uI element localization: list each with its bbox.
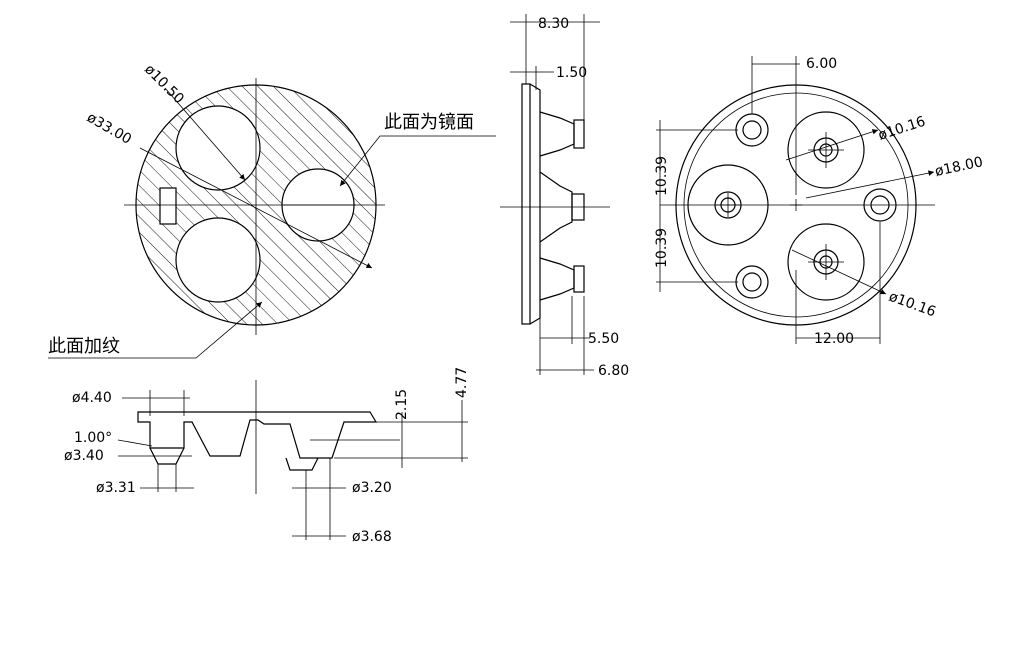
label-h477: 4.77	[454, 367, 470, 398]
side-lens-upper-tip	[573, 119, 585, 149]
label-d1050: ø10.50	[141, 62, 187, 108]
label-600: 6.00	[806, 56, 837, 72]
leader-angle	[117, 439, 153, 447]
leader-texture	[48, 301, 263, 359]
note-texture: 此面加纹	[48, 336, 120, 357]
side-lens-middle-tip	[571, 193, 585, 221]
label-d440: ø4.40	[72, 390, 112, 406]
label-1039-lower: 10.39	[654, 228, 670, 268]
back-view: 6.00 ø10.16 ø18.00 ø10.16 10.39 10.39 12…	[654, 56, 984, 347]
label-1200: 12.00	[814, 331, 854, 347]
side-lens-lower-tip	[573, 265, 585, 293]
label-d1016-bottom: ø10.16	[887, 289, 938, 321]
label-d1800: ø18.00	[934, 154, 985, 180]
label-680: 6.80	[598, 363, 629, 379]
label-h215: 2.15	[394, 389, 410, 420]
label-d368: ø3.68	[352, 529, 392, 545]
side-flange	[521, 83, 531, 325]
section-right-tip	[285, 457, 319, 471]
label-550: 5.50	[588, 331, 619, 347]
front-hole-lower	[175, 217, 261, 303]
back-pin-top-inner	[742, 120, 762, 140]
back-crosshairs	[716, 132, 844, 280]
label-d331: ø3.31	[96, 480, 136, 496]
leader-mirror	[339, 135, 496, 187]
leader-d1016-top	[785, 129, 879, 161]
front-hole-upper	[175, 105, 261, 191]
back-boss-lower	[787, 223, 865, 301]
label-150: 1.50	[556, 65, 587, 81]
back-boss-left-ring	[714, 191, 742, 219]
side-view: 8.30 1.50 5.50 6.80	[500, 14, 629, 379]
section-profile	[137, 411, 378, 459]
leader-d3300	[139, 147, 373, 269]
note-mirror: 此面为镜面	[384, 112, 474, 133]
label-d320: ø3.20	[352, 480, 392, 496]
leader-d1016-bottom	[791, 249, 887, 295]
label-1039-upper: 10.39	[654, 156, 670, 196]
side-body-back	[529, 83, 541, 325]
section-view: ø4.40 1.00° ø3.40 ø3.31 ø3.20 ø3.68 2.15…	[64, 367, 470, 545]
side-lens-lower	[539, 257, 575, 301]
back-pin-right	[863, 188, 897, 222]
leader-d1800	[805, 170, 935, 199]
front-view: ø10.50 ø33.00 此面为镜面 此面加纹	[48, 62, 496, 359]
back-pin-right-inner	[870, 195, 890, 215]
label-d3300: ø33.00	[84, 110, 134, 148]
back-boss-upper	[787, 111, 865, 189]
label-d340: ø3.40	[64, 448, 104, 464]
label-d1016-top: ø10.16	[876, 114, 927, 144]
back-pin-top	[735, 113, 769, 147]
leader-d1050	[164, 87, 246, 181]
label-angle: 1.00°	[74, 430, 112, 446]
label-830: 8.30	[538, 16, 569, 32]
front-slot	[159, 187, 177, 225]
side-lens-upper	[539, 111, 575, 157]
back-pin-bottom-inner	[742, 272, 762, 292]
back-boss-left	[687, 164, 769, 246]
back-pin-bottom	[735, 265, 769, 299]
